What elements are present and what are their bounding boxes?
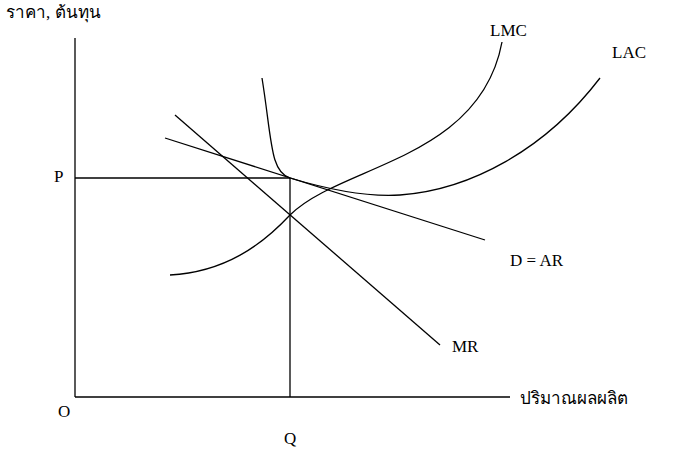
curve-label: D = AR bbox=[510, 252, 563, 271]
origin-label: O bbox=[58, 403, 70, 422]
axis-title: ราคา, ต้นทุน bbox=[6, 4, 101, 23]
mr-line bbox=[175, 115, 440, 345]
curve-label: LAC bbox=[612, 44, 646, 63]
curve-label: MR bbox=[452, 338, 478, 357]
y-axis bbox=[74, 38, 75, 397]
axis-title: ปริมาณผลผลิต bbox=[520, 390, 628, 409]
x-axis bbox=[75, 396, 510, 397]
price-line bbox=[75, 177, 290, 178]
price-label: P bbox=[54, 168, 63, 187]
lmc-curve bbox=[170, 42, 502, 275]
lac-curve bbox=[262, 78, 600, 195]
quantity-line bbox=[289, 178, 290, 397]
curve-label: LMC bbox=[490, 22, 527, 41]
quantity-label: Q bbox=[284, 430, 296, 449]
